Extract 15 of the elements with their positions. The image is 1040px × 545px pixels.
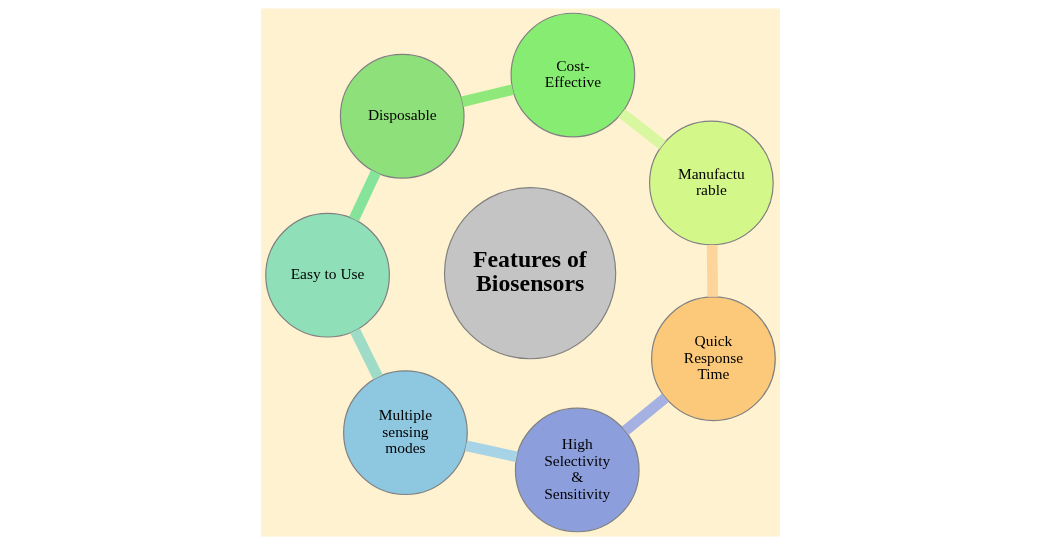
connector bbox=[348, 170, 381, 222]
node-circle: High Selectivity & Sensitivity bbox=[514, 407, 640, 533]
node-circle: Manufactu rable bbox=[648, 120, 774, 246]
connector bbox=[349, 328, 383, 380]
node-circle: Cost- Effective bbox=[510, 12, 635, 138]
node-circle: Easy to Use bbox=[264, 212, 390, 338]
node-circle: Disposable bbox=[339, 53, 465, 179]
connector bbox=[706, 244, 718, 297]
connector bbox=[464, 440, 518, 463]
connector bbox=[460, 84, 514, 107]
node-circle: Multiple sensing modes bbox=[342, 370, 468, 496]
node-circle: Features of Biosensors bbox=[443, 187, 616, 360]
connector bbox=[621, 393, 669, 435]
node-circle: Quick Response Time bbox=[650, 296, 776, 422]
connector bbox=[617, 108, 666, 150]
